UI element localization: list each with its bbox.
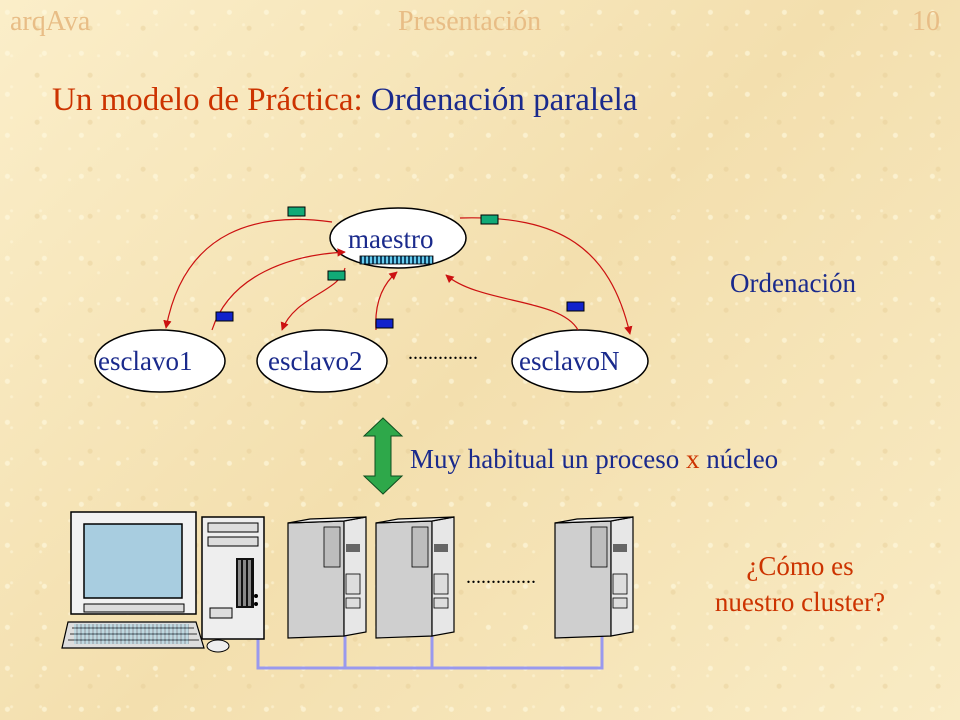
process-note-before: Muy habitual un proceso xyxy=(410,444,680,474)
packet-blue xyxy=(375,318,394,329)
server-icon xyxy=(287,516,367,639)
packet-blue xyxy=(215,311,234,322)
server-icon xyxy=(375,516,455,639)
packet-green xyxy=(327,270,346,281)
slide-title: Un modelo de Práctica: Ordenación parale… xyxy=(52,82,638,119)
double-arrow xyxy=(362,417,404,495)
title-topic: Ordenación paralela xyxy=(370,82,638,118)
slave-node-n xyxy=(511,329,649,393)
side-label-sorting: Ordenación xyxy=(730,268,856,298)
arrow-slaveN-to-master xyxy=(445,274,579,331)
cluster-question: ¿Cómo es nuestro cluster? xyxy=(680,548,920,620)
server-icon xyxy=(554,516,634,639)
slaves-ellipsis: .............. xyxy=(408,342,478,364)
packet-blue xyxy=(566,301,585,312)
title-prefix: Un modelo de Práctica: xyxy=(52,82,363,118)
master-node xyxy=(329,207,467,269)
process-note: Muy habitual un proceso x núcleo xyxy=(410,444,778,475)
slave-node-1 xyxy=(94,329,226,393)
slave-label-1: esclavo1 xyxy=(98,346,193,376)
slave-label-2: esclavo2 xyxy=(268,346,363,376)
cluster-question-line1: ¿Cómo es xyxy=(746,551,854,581)
process-note-x: x xyxy=(685,444,700,474)
slave-node-2 xyxy=(256,329,388,393)
slave-label-n: esclavoN xyxy=(519,346,620,376)
page-number: 10 xyxy=(912,6,940,37)
packet-green xyxy=(480,214,499,225)
process-note-after: núcleo xyxy=(706,444,779,474)
packet-green xyxy=(287,206,306,217)
master-label: maestro xyxy=(348,224,434,254)
workstation-icon xyxy=(61,511,265,653)
header-course: arqAva xyxy=(10,6,91,37)
arrow-master-to-slaveN xyxy=(459,217,633,335)
arrow-master-to-slave1 xyxy=(163,218,333,329)
cluster-question-line2: nuestro cluster? xyxy=(714,587,886,617)
network-cable xyxy=(256,636,604,670)
servers-ellipsis: .............. xyxy=(466,566,536,588)
header-section: Presentación xyxy=(398,6,542,37)
master-data-strip xyxy=(359,255,434,265)
